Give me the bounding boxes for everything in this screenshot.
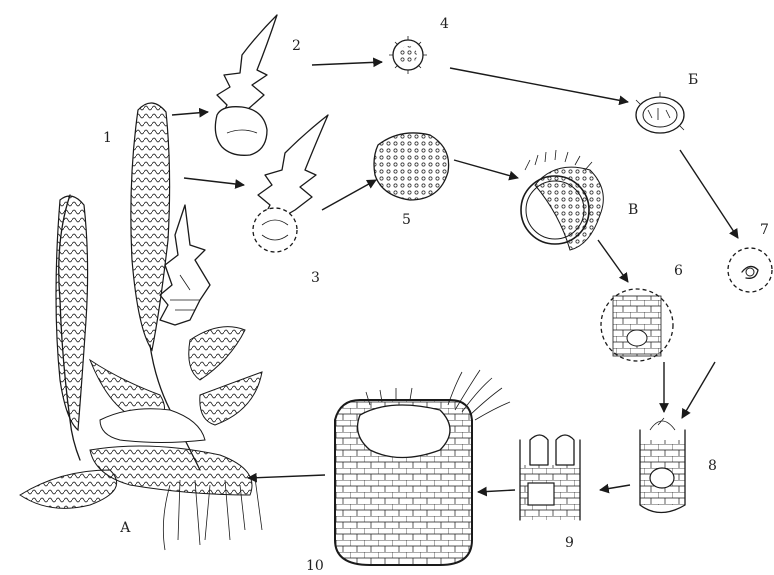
female-gametophyte-v <box>521 150 603 250</box>
label-6: 6 <box>674 263 683 279</box>
label-v: В <box>628 202 638 218</box>
label-3: 3 <box>311 270 320 286</box>
sperm-cell-7 <box>728 248 772 292</box>
label-5: 5 <box>402 212 411 228</box>
archegonium-section-6 <box>601 289 673 361</box>
plant-sporophyte <box>20 103 262 550</box>
label-9: 9 <box>565 535 574 551</box>
fertilization-8 <box>640 418 685 513</box>
label-4: 4 <box>440 16 449 32</box>
microspore <box>389 36 427 74</box>
label-a: А <box>120 520 131 536</box>
label-2: 2 <box>292 38 301 54</box>
male-gametophyte-b <box>636 92 684 133</box>
label-b: Б <box>688 72 698 88</box>
embryo-9 <box>520 435 580 520</box>
microsporophyll <box>215 15 277 155</box>
label-1: 1 <box>103 130 112 146</box>
label-10: 10 <box>306 558 324 574</box>
label-7: 7 <box>760 222 769 238</box>
embryo-10 <box>335 370 510 565</box>
label-8: 8 <box>708 458 717 474</box>
megaspore <box>374 133 449 200</box>
